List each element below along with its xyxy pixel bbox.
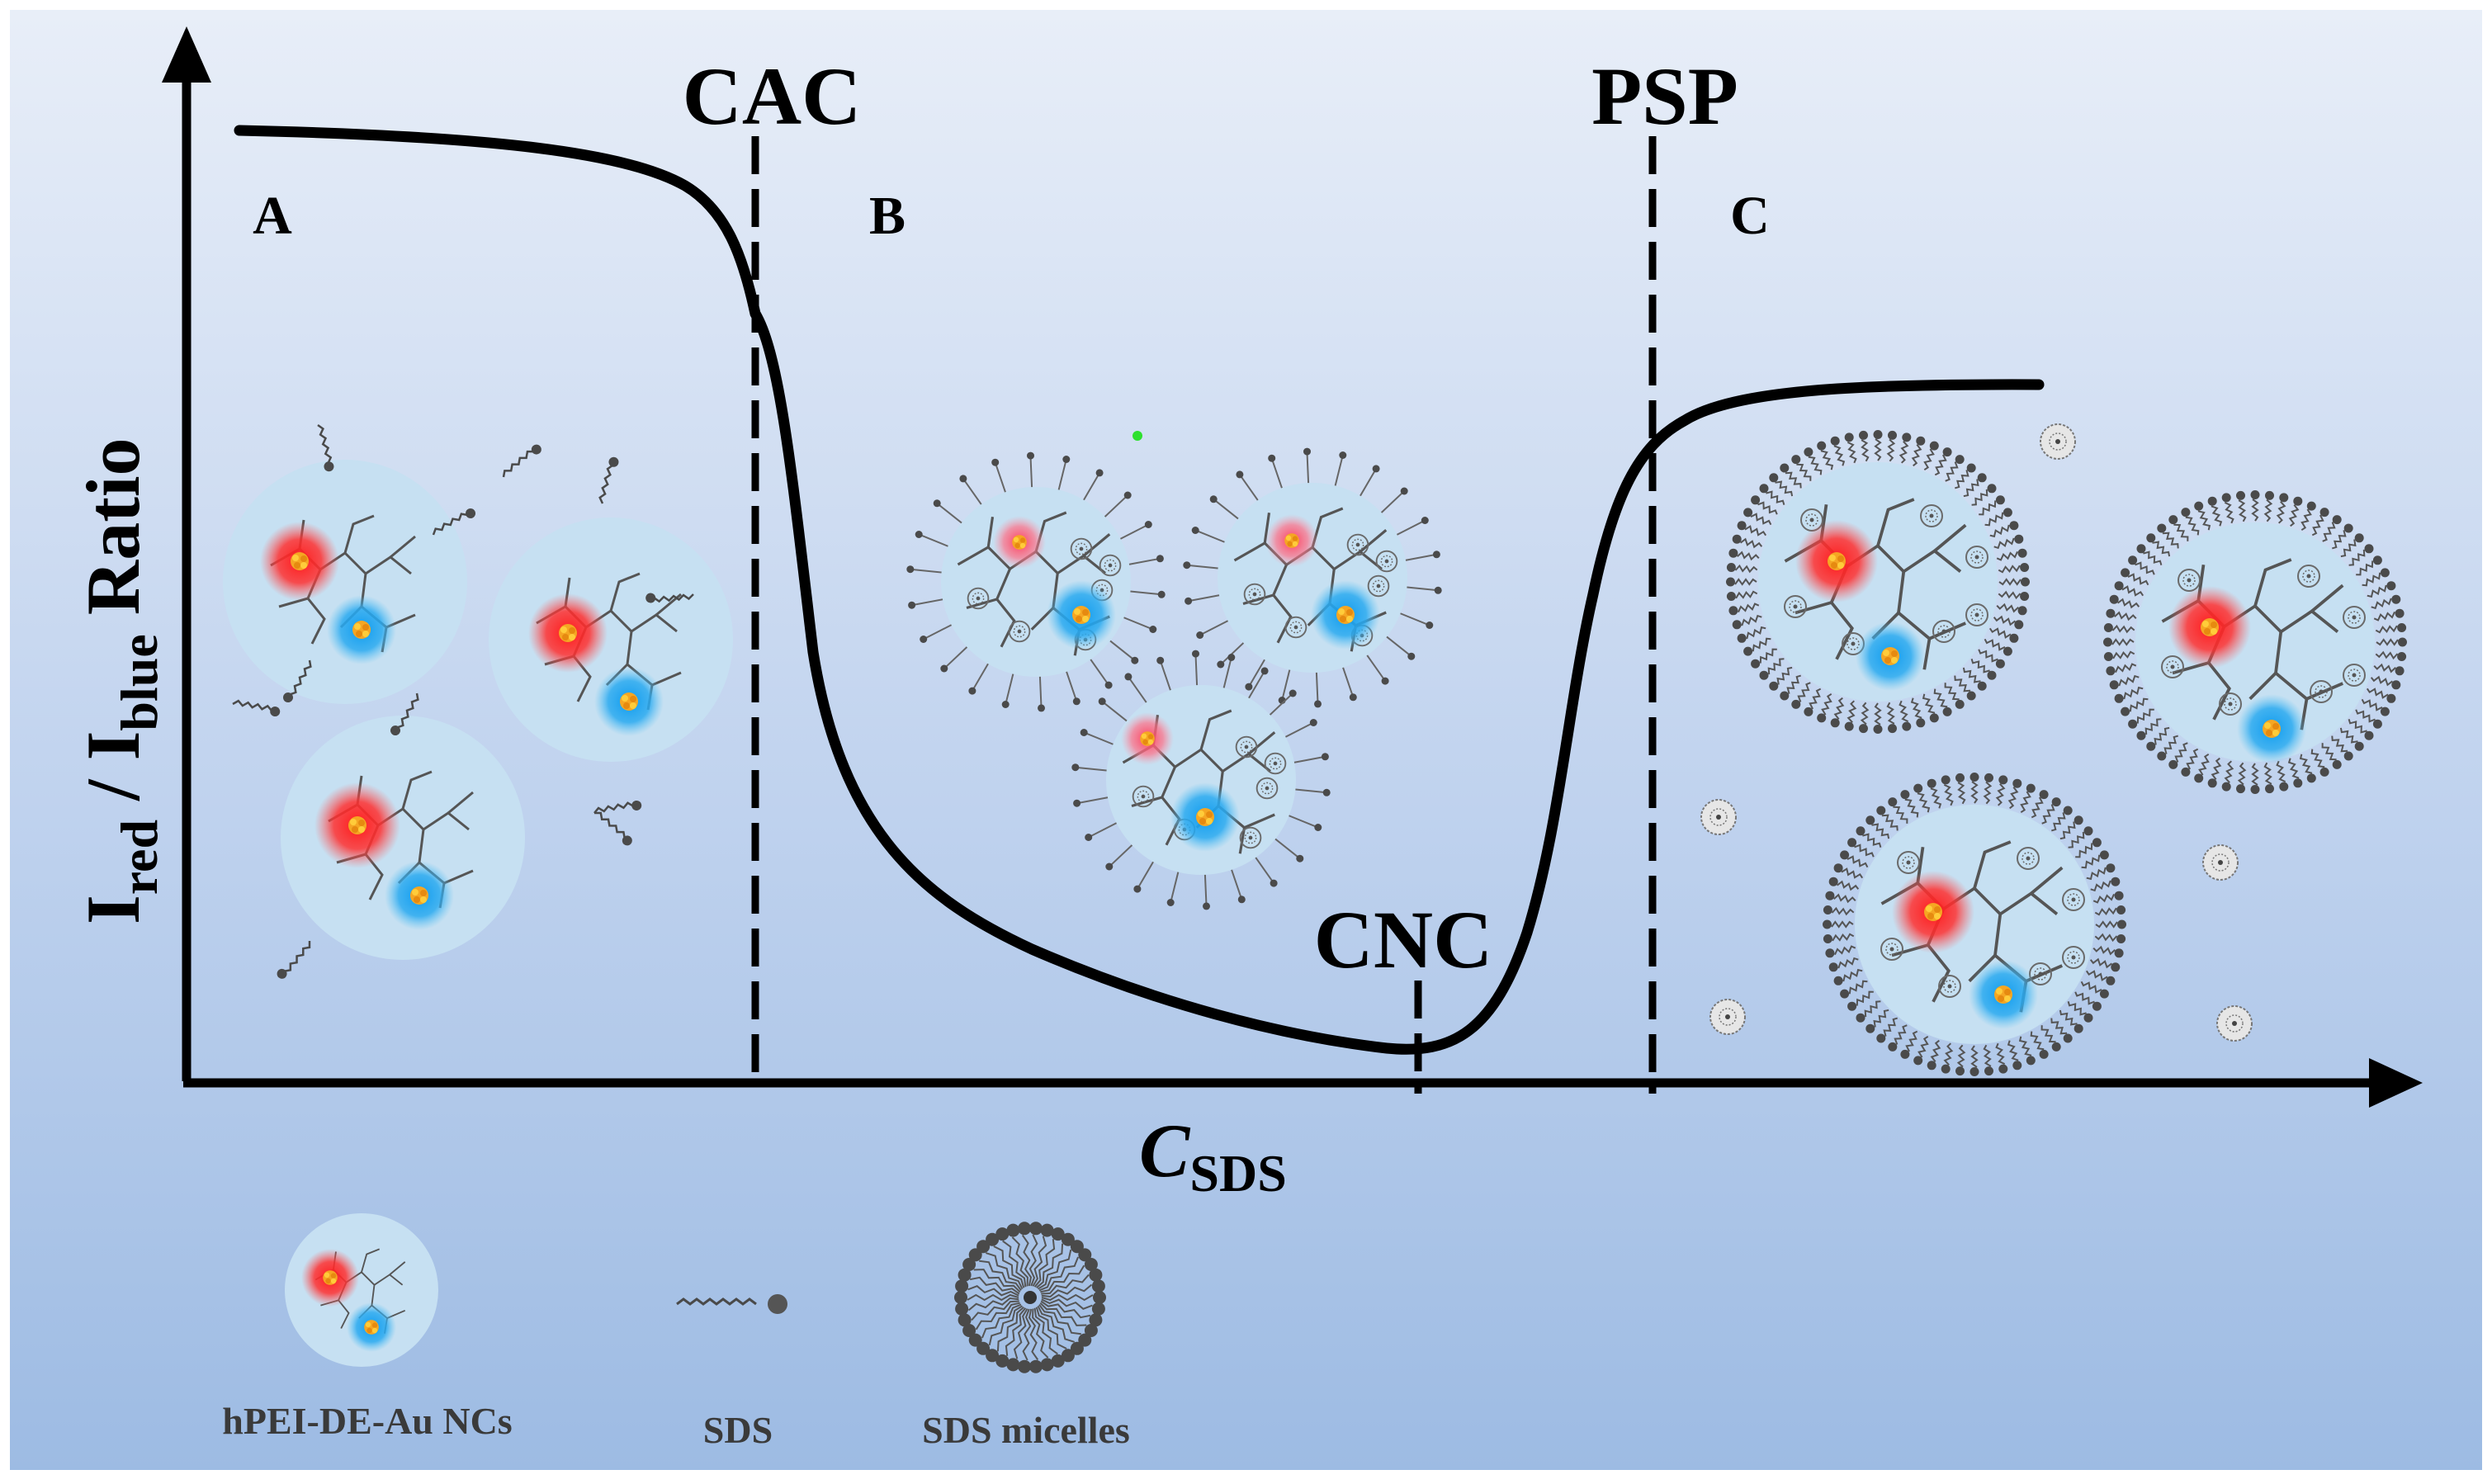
nc-sds-complex xyxy=(1071,650,1331,910)
nc-sds-complex xyxy=(1183,447,1442,708)
micelle-coated-nc xyxy=(1726,430,2030,734)
nc-particle xyxy=(223,460,467,704)
legend-micelle-label: SDS micelles xyxy=(922,1409,1130,1451)
legend-sds-label: SDS xyxy=(703,1409,773,1451)
region-a-particles xyxy=(223,423,733,982)
marker-lines xyxy=(751,136,1657,1094)
x-axis-arrow xyxy=(2369,1058,2423,1108)
region-c-label: C xyxy=(1730,186,1770,246)
legend: hPEI-DE-Au NCs SDS SDS micelles xyxy=(222,1213,1130,1451)
region-b-particles xyxy=(906,447,1442,910)
region-c-particles xyxy=(1726,430,2407,1076)
y-axis-arrow xyxy=(162,26,211,83)
legend-nc-icon xyxy=(285,1213,438,1367)
cnc-label: CNC xyxy=(1314,894,1493,985)
ratio-curve xyxy=(234,125,2045,1055)
axes xyxy=(162,26,2423,1108)
free-micelle xyxy=(2040,423,2076,460)
y-axis-label: Ired / Iblue Ratio xyxy=(71,438,168,924)
free-micelle xyxy=(1709,999,1746,1035)
free-micelle xyxy=(1700,799,1737,835)
nc-particle xyxy=(281,716,525,960)
cac-label: CAC xyxy=(683,50,862,142)
legend-sds-icon xyxy=(676,1294,787,1314)
micelle-coated-nc xyxy=(1823,773,2126,1076)
legend-nc-label: hPEI-DE-Au NCs xyxy=(222,1400,512,1442)
micelle-coated-nc xyxy=(2103,490,2407,794)
free-micelle xyxy=(2216,1005,2253,1042)
nc-particle xyxy=(489,518,733,762)
region-b-label: B xyxy=(869,186,906,246)
free-micelle xyxy=(2202,844,2239,881)
nc-sds-complex xyxy=(906,451,1166,712)
legend-micelle-icon xyxy=(954,1222,1106,1373)
x-axis-label: CSDS xyxy=(1139,1108,1287,1203)
region-a-label: A xyxy=(253,186,292,246)
green-dot xyxy=(1133,431,1142,441)
psp-label: PSP xyxy=(1591,50,1738,142)
